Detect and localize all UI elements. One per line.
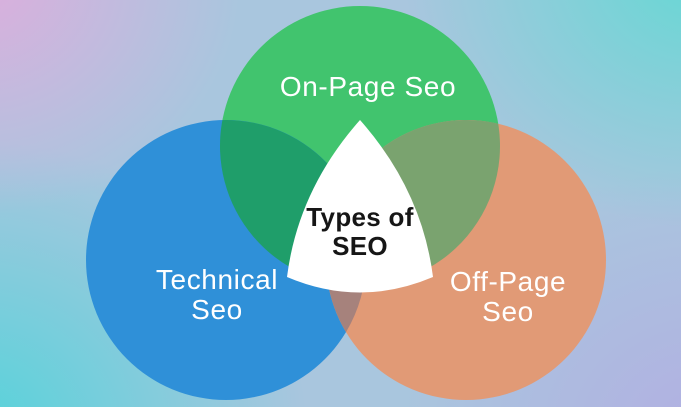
center-title: Types of SEO (306, 203, 413, 261)
technical-label-line1: Technical (155, 264, 279, 295)
off-page-label-line2: Seo (482, 296, 534, 327)
technical-label-line2: Seo (191, 294, 243, 325)
technical-label: Technical Seo (156, 265, 278, 325)
center-title-line2: SEO (332, 231, 388, 261)
center-title-line1: Types of (306, 202, 414, 232)
center-badge (287, 120, 433, 293)
on-page-label-line: On-Page Seo (279, 71, 457, 102)
on-page-label: On-Page Seo (280, 72, 456, 102)
off-page-label: Off-Page Seo (450, 267, 566, 327)
off-page-label-line1: Off-Page (449, 266, 567, 297)
